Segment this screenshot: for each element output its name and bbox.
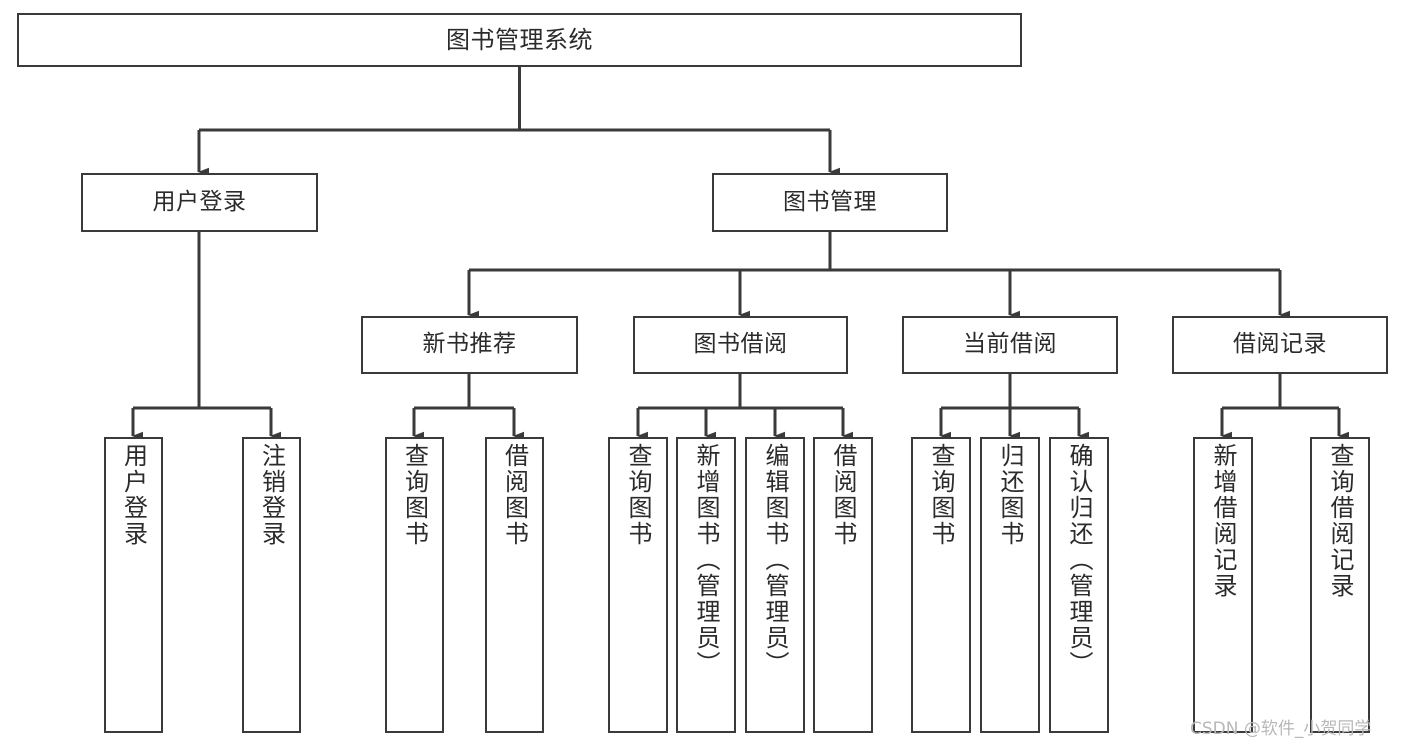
- node-label: 编辑图书（管理员）: [761, 443, 789, 677]
- node-label: 新增图书（管理员）: [692, 443, 720, 677]
- node-label: 图书管理: [783, 188, 877, 215]
- node-leaf-query-book-borrow[interactable]: 查询图书: [608, 437, 668, 733]
- node-label: 归还图书: [996, 443, 1024, 547]
- node-label: 确认归还（管理员）: [1065, 443, 1093, 677]
- csdn-watermark: CSDN @软件_小贺同学: [1190, 719, 1372, 739]
- node-user-login[interactable]: 用户登录: [81, 173, 318, 232]
- node-label: 借阅图书: [829, 443, 857, 547]
- node-leaf-add-borrow-record[interactable]: 新增借阅记录: [1193, 437, 1253, 733]
- node-label: 图书借阅: [693, 331, 788, 358]
- node-leaf-query-borrow-record[interactable]: 查询借阅记录: [1310, 437, 1370, 733]
- node-label: 借阅记录: [1233, 331, 1327, 358]
- node-leaf-logout[interactable]: 注销登录: [242, 437, 301, 733]
- node-label: 新增借阅记录: [1209, 443, 1237, 599]
- node-leaf-edit-book-admin[interactable]: 编辑图书（管理员）: [745, 437, 805, 733]
- node-leaf-borrow-book[interactable]: 借阅图书: [813, 437, 873, 733]
- node-new-book-recommend[interactable]: 新书推荐: [361, 316, 578, 374]
- node-borrow-record[interactable]: 借阅记录: [1172, 316, 1388, 374]
- node-leaf-add-book-admin[interactable]: 新增图书（管理员）: [676, 437, 736, 733]
- node-leaf-query-book-current[interactable]: 查询图书: [911, 437, 971, 733]
- node-leaf-query-book-newbook[interactable]: 查询图书: [385, 437, 444, 733]
- node-book-management[interactable]: 图书管理: [712, 173, 948, 232]
- node-root-book-management-system[interactable]: 图书管理系统: [17, 13, 1022, 67]
- node-label: 注销登录: [257, 443, 286, 547]
- node-label: 查询图书: [400, 443, 429, 547]
- node-label: 借阅图书: [500, 443, 529, 547]
- node-label: 用户登录: [152, 188, 247, 215]
- node-leaf-return-book[interactable]: 归还图书: [980, 437, 1040, 733]
- node-label: 新书推荐: [422, 331, 517, 358]
- node-label: 当前借阅: [963, 331, 1057, 358]
- node-leaf-confirm-return-admin[interactable]: 确认归还（管理员）: [1049, 437, 1109, 733]
- node-current-borrow[interactable]: 当前借阅: [902, 316, 1118, 374]
- node-label: 查询图书: [927, 443, 955, 547]
- node-label: 用户登录: [119, 443, 148, 547]
- node-label: 图书管理系统: [446, 25, 593, 54]
- node-label: 查询图书: [624, 443, 652, 547]
- node-label: 查询借阅记录: [1326, 443, 1354, 599]
- node-leaf-borrow-book-newbook[interactable]: 借阅图书: [485, 437, 544, 733]
- node-leaf-user-login[interactable]: 用户登录: [104, 437, 163, 733]
- node-book-borrow[interactable]: 图书借阅: [633, 316, 848, 374]
